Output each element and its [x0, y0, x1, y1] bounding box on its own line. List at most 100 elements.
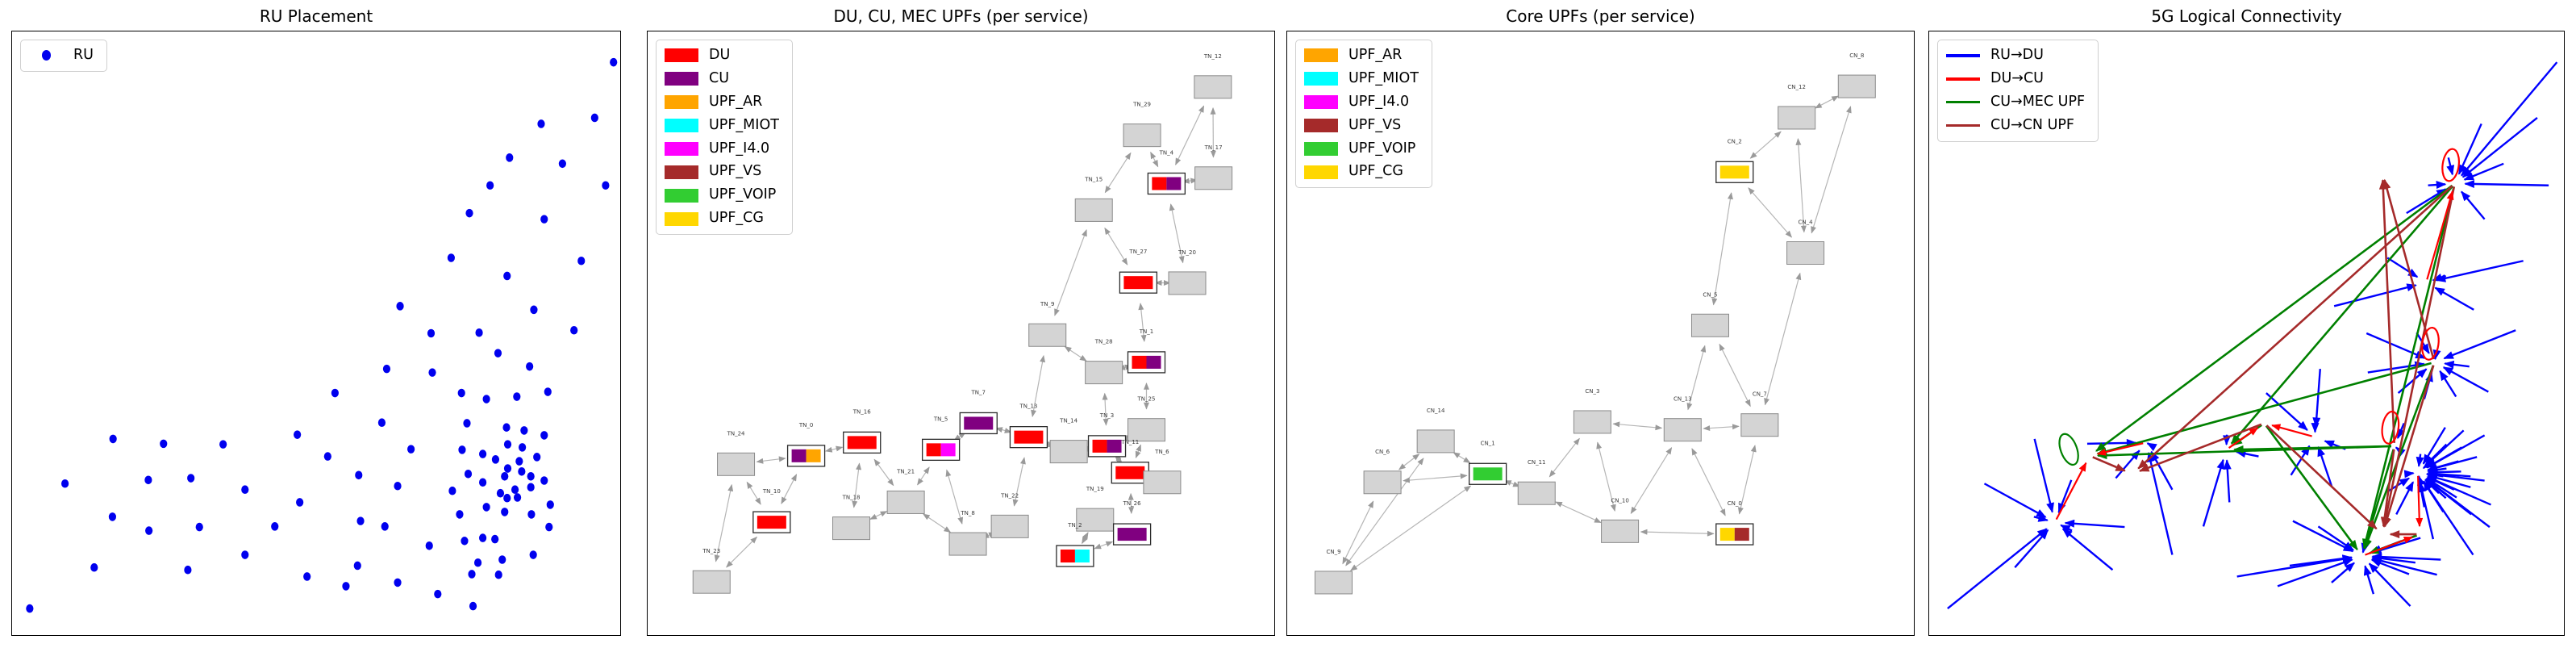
tn-edge-TN_26-TN_2 — [1094, 541, 1114, 550]
tn-edge-TN_13-TN_22 — [1012, 457, 1026, 507]
cu-cn-arrow-TN_0-CN_1 — [2092, 456, 2126, 472]
legend-item-UPF_VOIP: UPF_VOIP — [1304, 140, 1419, 158]
cu-mec-arrow-TN_1-TN_0 — [2096, 362, 2432, 456]
ru-point — [486, 181, 494, 190]
ru-point — [491, 534, 499, 544]
ru-du-arrow — [2033, 438, 2054, 513]
cn-edge-CN_13-CN_0 — [1691, 448, 1726, 516]
tn-node-TN_10: TN_10 — [752, 488, 791, 533]
ru-point — [529, 550, 537, 559]
ru-du-arrow — [2014, 529, 2049, 569]
tn-node-label: TN_7 — [971, 389, 986, 395]
cu-mec-arrow-TN_7-TN_2 — [2265, 424, 2358, 550]
cn-edge-CN_5-CN_7 — [1719, 343, 1751, 408]
ru-du-arrow — [2277, 558, 2353, 587]
cu-mec-loop-TN_0 — [2058, 433, 2079, 466]
legend-item-UPF_VS: UPF_VS — [665, 163, 779, 181]
du-cu-arrow-TN_5-TN_7 — [2228, 427, 2259, 449]
cn-edge-CN_1-CN_9 — [1350, 485, 1472, 571]
legend-item-CU→CN UPF: CU→CN UPF — [1946, 117, 2085, 135]
cn-node-CN_1: CN_1 — [1468, 440, 1507, 485]
tn-node-label: TN_24 — [727, 430, 745, 437]
du-cu-arrow-TN_13-TN_7 — [2271, 424, 2312, 437]
tn-edge-TN_9-TN_13 — [1031, 354, 1046, 417]
ru-du-arrow — [2444, 360, 2470, 369]
ru-point — [457, 388, 465, 398]
tn-edge-TN_0-TN_24 — [756, 456, 786, 464]
tn-node-TN_1: TN_1 — [1127, 328, 1166, 374]
tn-edge-TN_16-TN_18 — [852, 462, 862, 508]
tn-node-label: TN_2 — [1067, 522, 1082, 529]
ru-du-arrow — [2446, 157, 2455, 176]
tn-node-label: TN_10 — [762, 488, 781, 495]
ru-du-arrow — [2386, 257, 2419, 278]
tn-edge-TN_16-TN_0 — [824, 445, 844, 453]
tn-node-label: TN_28 — [1094, 339, 1113, 345]
ru-point — [526, 362, 534, 371]
legend-label: DU — [709, 47, 731, 63]
ru-point — [187, 474, 195, 483]
legend-patch-swatch — [1304, 119, 1338, 133]
ru-point — [26, 604, 34, 613]
tn-edge-TN_29-TN_15 — [1104, 152, 1132, 194]
cn-edge-CN_6-CN_1 — [1403, 473, 1468, 483]
legend-label: RU→DU — [1990, 47, 2044, 63]
cn-edge-CN_13-CN_3 — [1612, 421, 1663, 431]
tn-node-label: TN_3 — [1099, 412, 1114, 419]
cn-node-CN_12: CN_12 — [1778, 84, 1816, 130]
tn-node-TN_19: TN_19 — [1076, 486, 1115, 532]
cn-edge-CN_10-CN_0 — [1640, 529, 1715, 537]
cn-node-label: CN_14 — [1427, 408, 1445, 414]
legend-patch-swatch — [665, 165, 698, 179]
legend-item-UPF_AR: UPF_AR — [1304, 47, 1419, 65]
ru-point — [184, 565, 192, 575]
cn-node-CN_0: CN_0 — [1715, 500, 1754, 546]
ru-point — [501, 471, 509, 481]
cn-node-label: CN_5 — [1703, 291, 1717, 298]
cu-cn-arrow-TN_4-CN_0 — [2382, 186, 2456, 528]
tn-node-label: TN_22 — [1000, 492, 1019, 499]
ru-point — [494, 349, 502, 357]
legend-patch-swatch — [665, 211, 698, 226]
ru-du-arrow — [2290, 445, 2311, 476]
tn-edge-TN_5-TN_21 — [917, 466, 930, 486]
tn-node-TN_16: TN_16 — [843, 408, 882, 454]
ru-point — [511, 485, 519, 495]
legend-line-swatch — [1946, 54, 1980, 57]
legend-patch-swatch — [665, 188, 698, 203]
tn-edge-TN_10-TN_23 — [726, 536, 758, 568]
ru-point — [491, 455, 500, 464]
cu-mec-arrow-TN_3-TN_2 — [2362, 449, 2395, 550]
ru-du-arrow — [2457, 123, 2482, 175]
panel-title-connectivity: 5G Logical Connectivity — [2151, 6, 2342, 26]
ru-point — [513, 493, 522, 502]
tn-edge-TN_24-TN_23 — [714, 483, 734, 562]
ru-du-arrow — [2435, 260, 2524, 282]
ru-point — [145, 526, 153, 535]
tn-node-label: TN_1 — [1139, 328, 1153, 335]
ru-point — [465, 208, 473, 218]
tn-node-label: TN_16 — [852, 408, 871, 415]
cn-node-CN_9: CN_9 — [1314, 549, 1353, 595]
cn-node-CN_2: CN_2 — [1715, 138, 1754, 183]
ru-point — [355, 470, 363, 480]
cn-node-label: CN_11 — [1528, 459, 1546, 466]
ru-point — [144, 475, 152, 485]
cn-node-label: CN_1 — [1481, 440, 1495, 446]
tn-edge-TN_5-TN_8 — [945, 469, 964, 525]
cn-node-label: CN_3 — [1585, 388, 1599, 395]
tn-node-label: TN_13 — [1019, 403, 1037, 410]
ru-point — [501, 508, 509, 516]
ru-point — [463, 419, 471, 428]
tn-edge-TN_4-TN_20 — [1169, 203, 1185, 264]
cu-cn-arrow-TN_7-CN_1 — [2139, 423, 2262, 472]
ru-point — [519, 443, 527, 452]
legend-label: UPF_I4.0 — [1348, 93, 1410, 110]
tn-node-label: TN_25 — [1137, 396, 1156, 403]
ru-point — [527, 471, 535, 481]
tn-node-label: TN_11 — [1120, 439, 1139, 445]
cn-node-label: CN_9 — [1326, 549, 1340, 555]
